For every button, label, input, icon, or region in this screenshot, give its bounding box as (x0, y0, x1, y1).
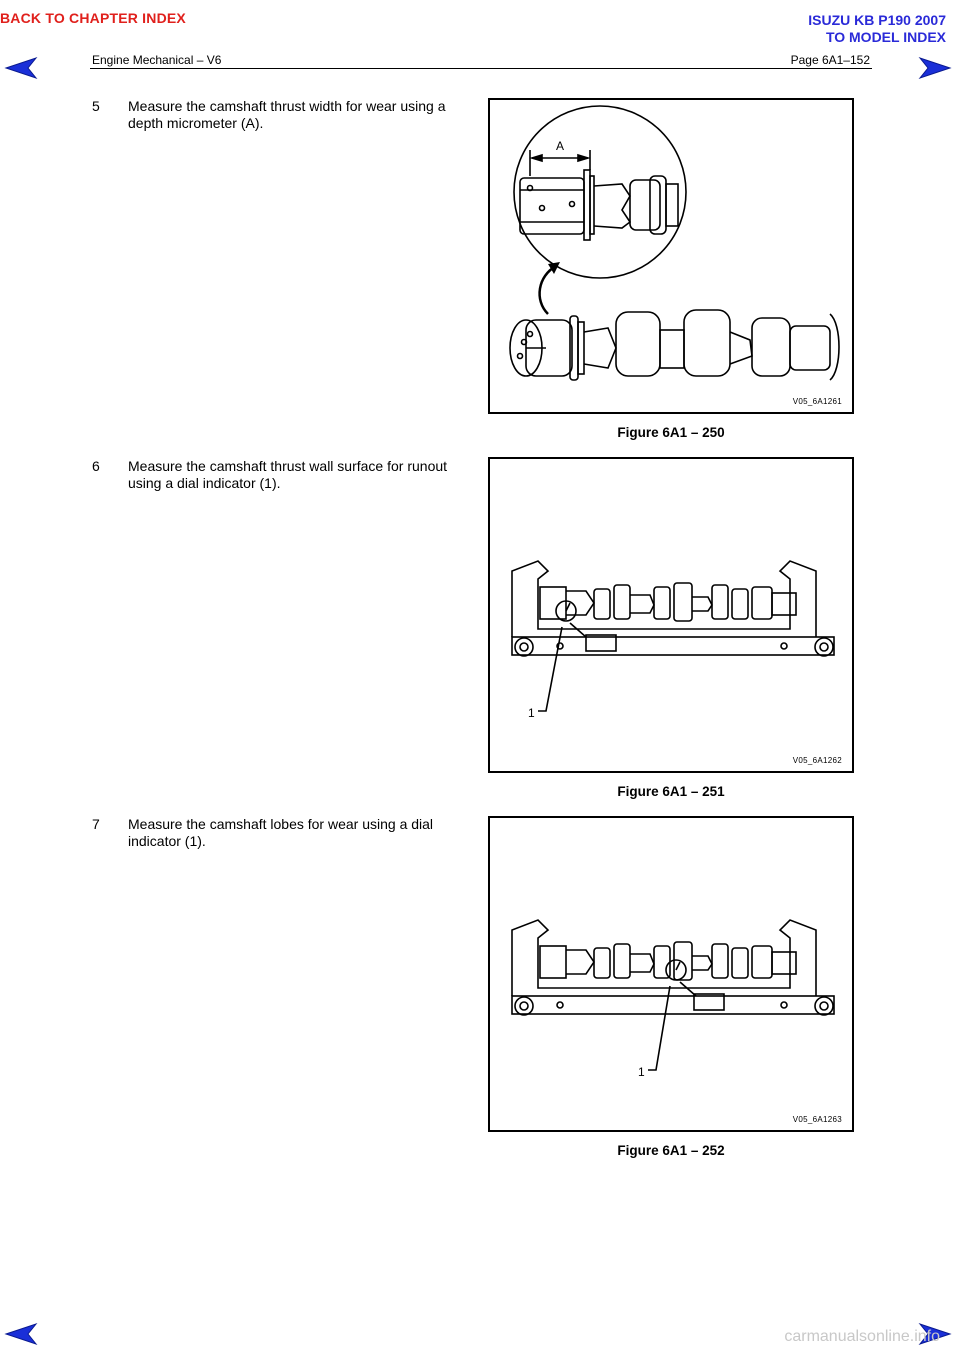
next-page-arrow-icon[interactable] (918, 56, 952, 80)
callout-label-1: 1 (528, 706, 535, 720)
model-index-link[interactable]: ISUZU KB P190 2007 TO MODEL INDEX (808, 12, 946, 46)
header-rule (90, 68, 872, 69)
figure-caption: Figure 6A1 – 251 (617, 784, 725, 799)
camshaft-lobe-wear-diagram: 1 (511, 919, 835, 1079)
dimension-label-a: A (556, 139, 564, 153)
watermark: carmanualsonline.info (784, 1328, 940, 1345)
page-number: Page 6A1–152 (790, 53, 870, 67)
figure-code: V05_6A1262 (792, 756, 842, 765)
camshaft-thrust-runout-diagram: 1 (511, 560, 835, 720)
camshaft-thrust-width-diagram: A (509, 105, 840, 381)
figure-caption: Figure 6A1 – 250 (617, 425, 725, 440)
previous-page-arrow-icon[interactable] (4, 1322, 38, 1346)
figure-252: 1 V05_6A1263 (488, 816, 854, 1132)
figure-caption: Figure 6A1 – 252 (617, 1143, 725, 1158)
next-page-arrow-icon[interactable] (918, 1322, 952, 1346)
figure-251: 1 V05_6A1262 (488, 457, 854, 773)
model-title: ISUZU KB P190 2007 (808, 12, 946, 28)
callout-label-1: 1 (638, 1065, 645, 1079)
figure-code: V05_6A1263 (792, 1115, 842, 1124)
section-title: Engine Mechanical – V6 (92, 53, 222, 67)
to-model-index: TO MODEL INDEX (825, 29, 946, 45)
figure-250: A V05_6A1261 (488, 98, 854, 414)
back-to-chapter-index-link[interactable]: BACK TO CHAPTER INDEX (0, 10, 186, 26)
figure-code: V05_6A1261 (792, 397, 842, 406)
previous-page-arrow-icon[interactable] (4, 56, 38, 80)
